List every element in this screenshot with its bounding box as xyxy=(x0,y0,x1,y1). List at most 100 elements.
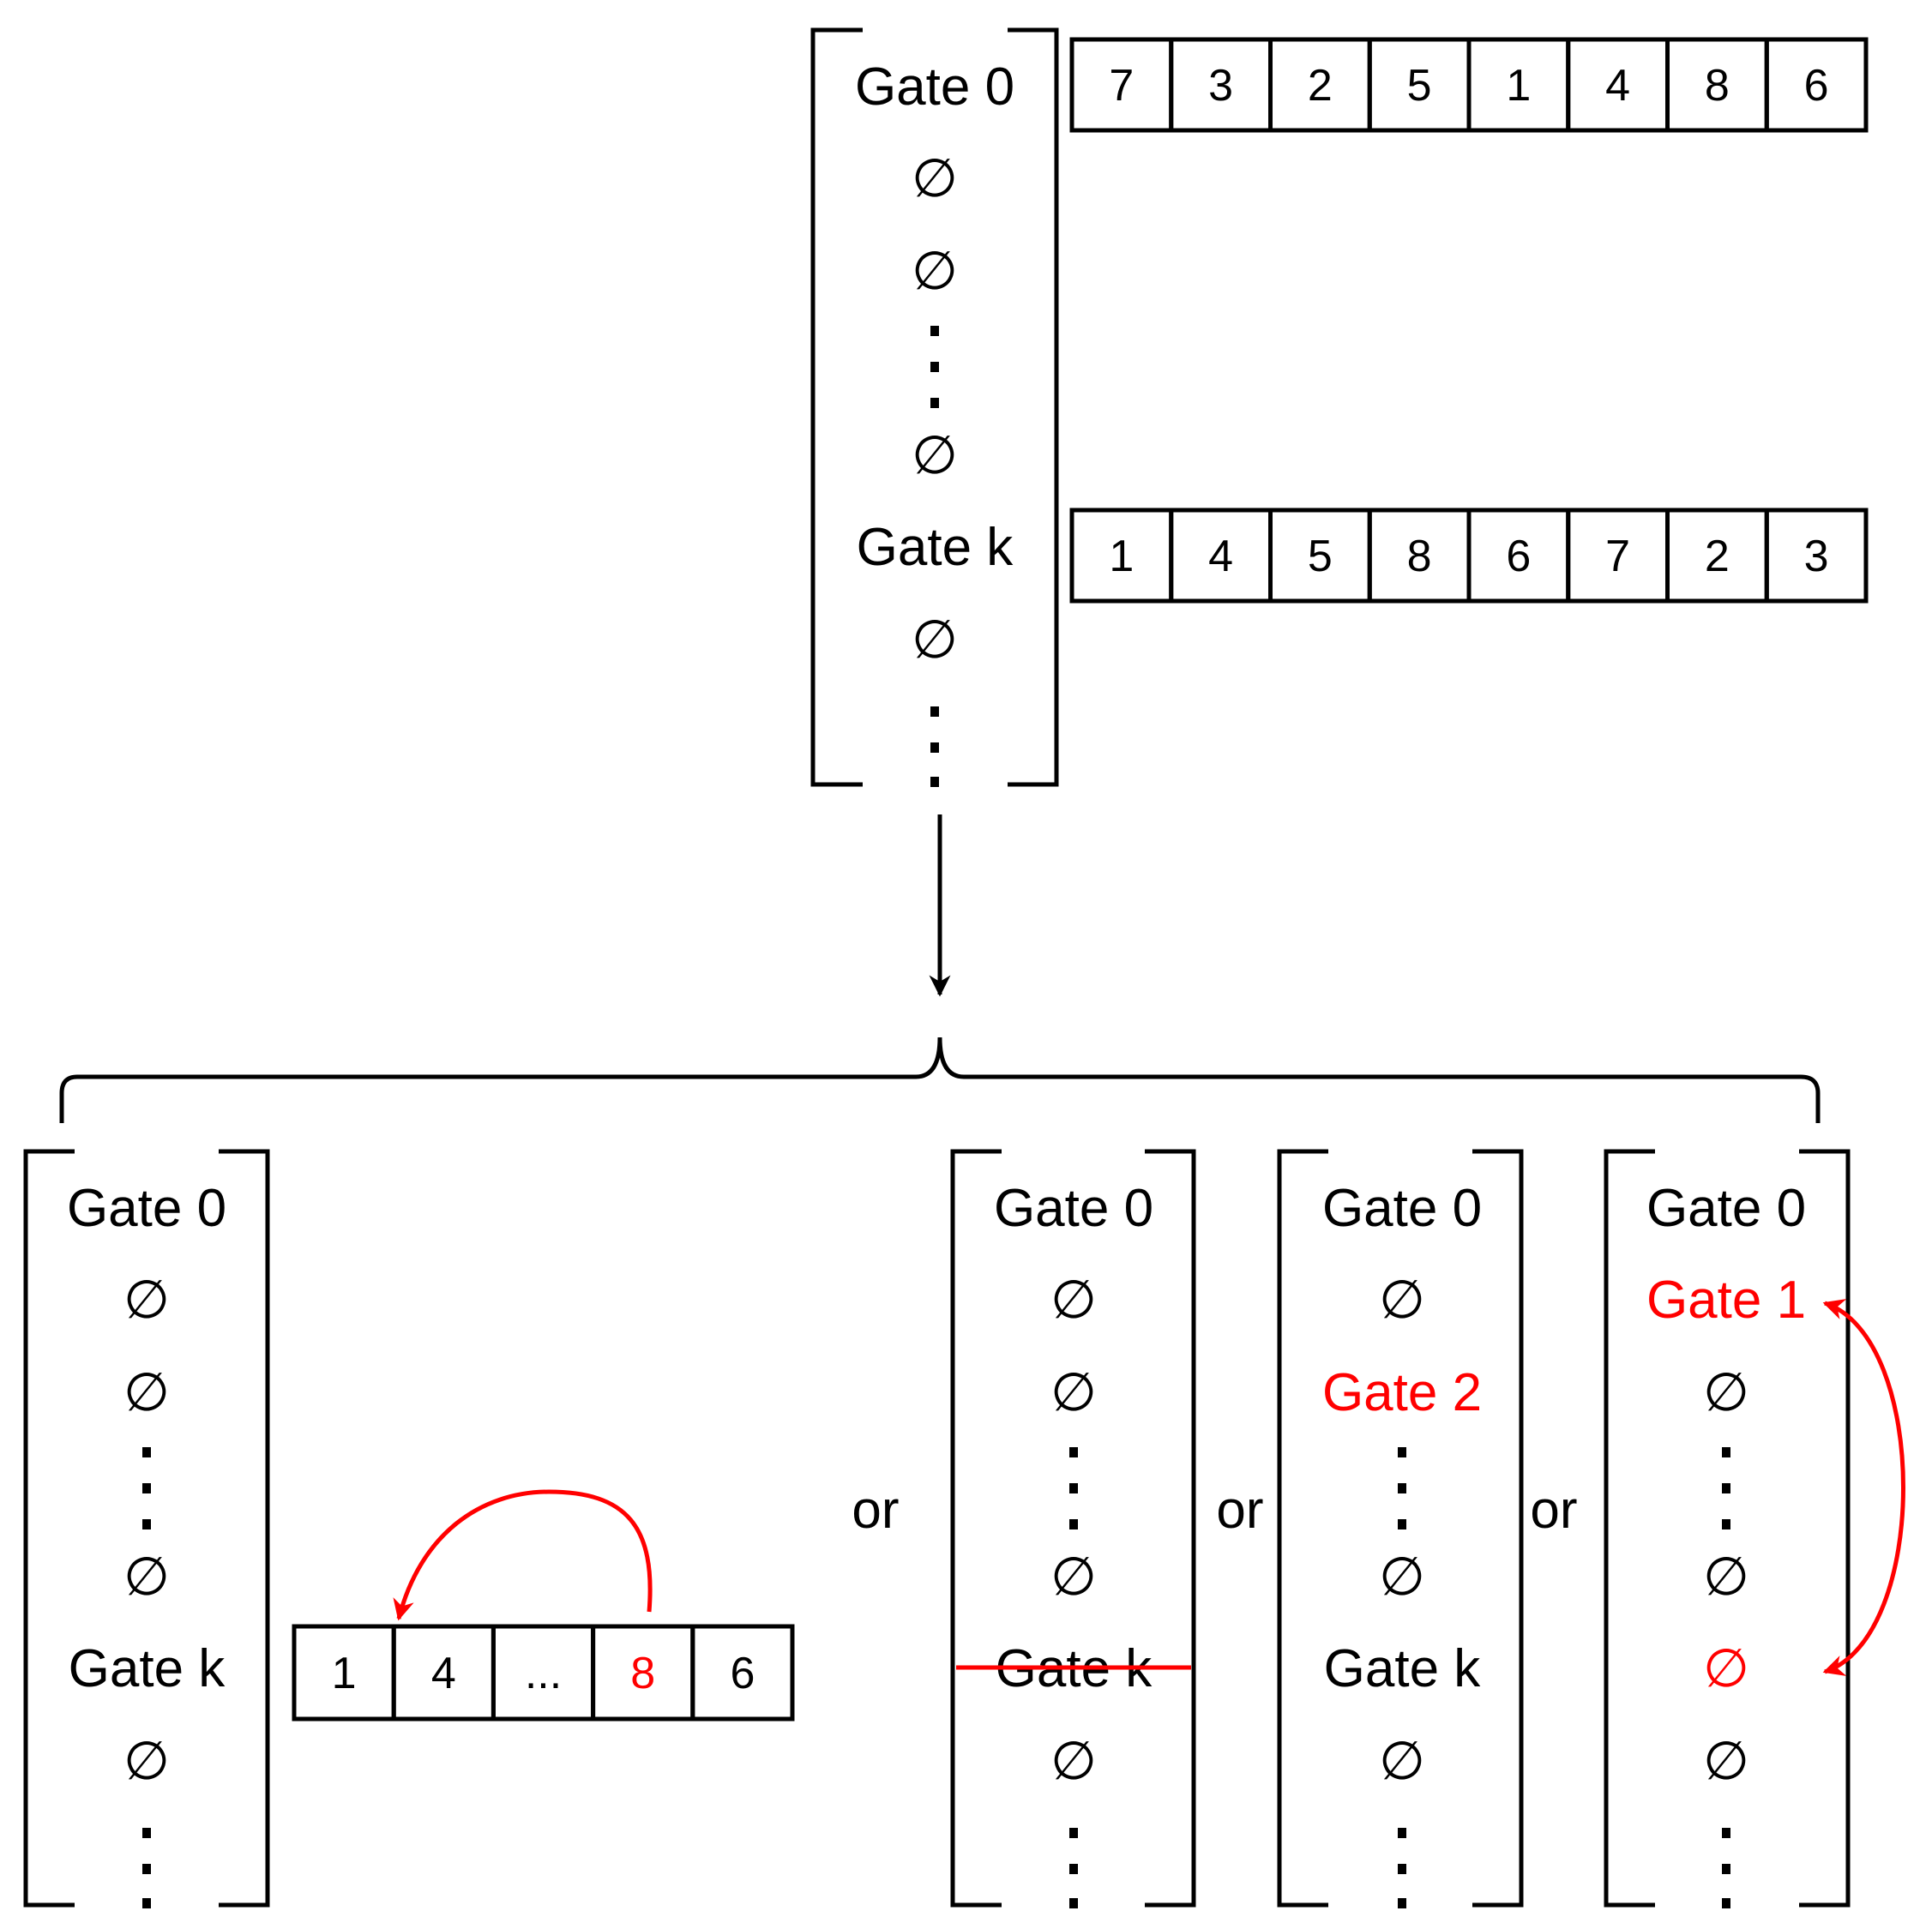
array-cell-value: 3 xyxy=(1804,532,1829,581)
option-column-2: Gate 0∅Gate 2∅Gate k∅ xyxy=(1277,1149,1524,1908)
ellipsis-dots xyxy=(1722,1447,1730,1529)
array-cell: 8 xyxy=(1665,37,1769,133)
gate-slot-empty: ∅ xyxy=(123,1363,170,1422)
top-gate-column: Gate 0 ∅ ∅ ∅ Gate k ∅ xyxy=(810,27,1059,787)
array-cell-box xyxy=(1764,508,1869,604)
array-cell: 5 xyxy=(1268,508,1372,604)
ellipsis-dot xyxy=(142,1483,151,1493)
gate-slot-empty: ∅ xyxy=(1379,1547,1425,1607)
or-separator-1: or xyxy=(852,1481,899,1540)
option-2-right-bracket xyxy=(1472,1149,1524,1908)
options-curly-brace xyxy=(59,1037,1821,1123)
array-cell: 3 xyxy=(1764,508,1869,604)
option-0-left-bracket xyxy=(23,1149,75,1908)
array-cell-value: 1 xyxy=(1506,61,1531,111)
array-cell: ... xyxy=(491,1624,596,1722)
ellipsis-dot xyxy=(930,398,939,408)
or-separator-3: or xyxy=(1530,1481,1577,1540)
ellipsis-dot xyxy=(1398,1483,1406,1493)
ellipsis-dot xyxy=(1722,1898,1730,1908)
option-0-move-arrow xyxy=(393,1489,653,1621)
array-cell-value: 7 xyxy=(1109,61,1134,111)
gate-slot-gate-k: Gate k xyxy=(857,518,1014,577)
array-cell-value: 4 xyxy=(1208,532,1233,581)
gate-slot-gate-k: Gate k xyxy=(69,1639,226,1698)
gate-slot-empty: ∅ xyxy=(1703,1547,1749,1607)
ellipsis-dot xyxy=(1069,1483,1078,1493)
option-column-0: Gate 0∅∅∅Gate k∅ xyxy=(23,1149,270,1908)
ellipsis-dot xyxy=(930,326,939,336)
ellipsis-dot xyxy=(930,362,939,372)
or-separator-2: or xyxy=(1216,1481,1263,1540)
gate-slot-empty: ∅ xyxy=(123,1271,170,1330)
option-2-left-bracket xyxy=(1277,1149,1328,1908)
ellipsis-dots xyxy=(1398,1828,1406,1908)
ellipsis-dot xyxy=(1722,1828,1730,1838)
gate-slot-empty: ∅ xyxy=(912,426,958,485)
ellipsis-dot xyxy=(1069,1519,1078,1529)
ellipsis-dots xyxy=(142,1447,151,1529)
ellipsis-dot xyxy=(1722,1447,1730,1457)
top-right-bracket xyxy=(1008,27,1059,787)
ellipsis-dot xyxy=(142,1898,151,1908)
array-cell-value: 1 xyxy=(1109,532,1134,581)
array-cell: 3 xyxy=(1169,37,1273,133)
gate-slot-gate-0: Gate 0 xyxy=(855,57,1014,117)
array-cell: 7 xyxy=(1566,508,1670,604)
ellipsis-dot xyxy=(142,1828,151,1838)
gate-slot-empty: ∅ xyxy=(123,1547,170,1607)
gate-slot-empty: ∅ xyxy=(912,149,958,208)
ellipsis-dot xyxy=(142,1447,151,1457)
array-cell: 8 xyxy=(591,1624,695,1722)
array-cell-value: 6 xyxy=(1804,61,1829,111)
ellipsis-dot xyxy=(1069,1864,1078,1874)
top-left-bracket xyxy=(810,27,863,787)
ellipsis-dot xyxy=(1722,1519,1730,1529)
ellipsis-dot xyxy=(930,706,939,717)
ellipsis-dot xyxy=(930,777,939,787)
array-cell-box xyxy=(1764,37,1869,133)
ellipsis-dot xyxy=(1069,1828,1078,1838)
array-cell-value: 6 xyxy=(1506,532,1531,581)
option-column-1: Gate 0∅∅∅Gate k∅ xyxy=(950,1149,1196,1908)
ellipsis-dot xyxy=(142,1519,151,1529)
option-0-right-bracket xyxy=(219,1149,270,1908)
gate-slot-gate-0: Gate 0 xyxy=(67,1179,226,1238)
gate-slot-gate-0: Gate 0 xyxy=(1646,1179,1806,1238)
gate-slot-empty: ∅ xyxy=(1050,1732,1097,1791)
array-cell: 1 xyxy=(1466,37,1571,133)
gate-slot-gate-0: Gate 0 xyxy=(1322,1179,1482,1238)
ellipsis-dot xyxy=(1722,1864,1730,1874)
array-cell-value: 8 xyxy=(1705,61,1730,111)
array-cell-value: 3 xyxy=(1208,61,1233,111)
gate-slot-empty: ∅ xyxy=(1379,1732,1425,1791)
array-cell-value: 7 xyxy=(1605,532,1630,581)
option-0-rows: Gate 0∅∅∅Gate k∅ xyxy=(67,1179,226,1908)
ellipsis-dot xyxy=(1069,1447,1078,1457)
gate-slot-gate-1: Gate 1 xyxy=(1646,1271,1806,1330)
option-3-right-bracket xyxy=(1799,1149,1851,1908)
gate-slot-gate-k: Gate k xyxy=(1324,1639,1482,1698)
gate-slot-empty: ∅ xyxy=(912,610,958,670)
option-1-left-bracket xyxy=(950,1149,1002,1908)
ellipsis-dot xyxy=(1398,1864,1406,1874)
gate-slot-gate-0: Gate 0 xyxy=(994,1179,1153,1238)
array-cell-value: 5 xyxy=(1308,532,1333,581)
ellipsis-dot xyxy=(1398,1447,1406,1457)
ellipsis-dots xyxy=(1398,1447,1406,1529)
gate-slot-empty: ∅ xyxy=(1050,1547,1097,1607)
ellipsis-dots xyxy=(1069,1828,1078,1908)
array-cell: 5 xyxy=(1367,37,1472,133)
array-cell-box xyxy=(690,1624,795,1722)
array-cell: 8 xyxy=(1367,508,1472,604)
array-cell: 4 xyxy=(391,1624,496,1722)
array-cell-value: 2 xyxy=(1308,61,1333,111)
gate-slot-empty: ∅ xyxy=(912,242,958,301)
array-cell-value: 2 xyxy=(1705,532,1730,581)
array-cell-value: ... xyxy=(525,1649,562,1698)
gate-slot-empty: ∅ xyxy=(1703,1363,1749,1422)
array-cell: 1 xyxy=(292,1624,396,1722)
